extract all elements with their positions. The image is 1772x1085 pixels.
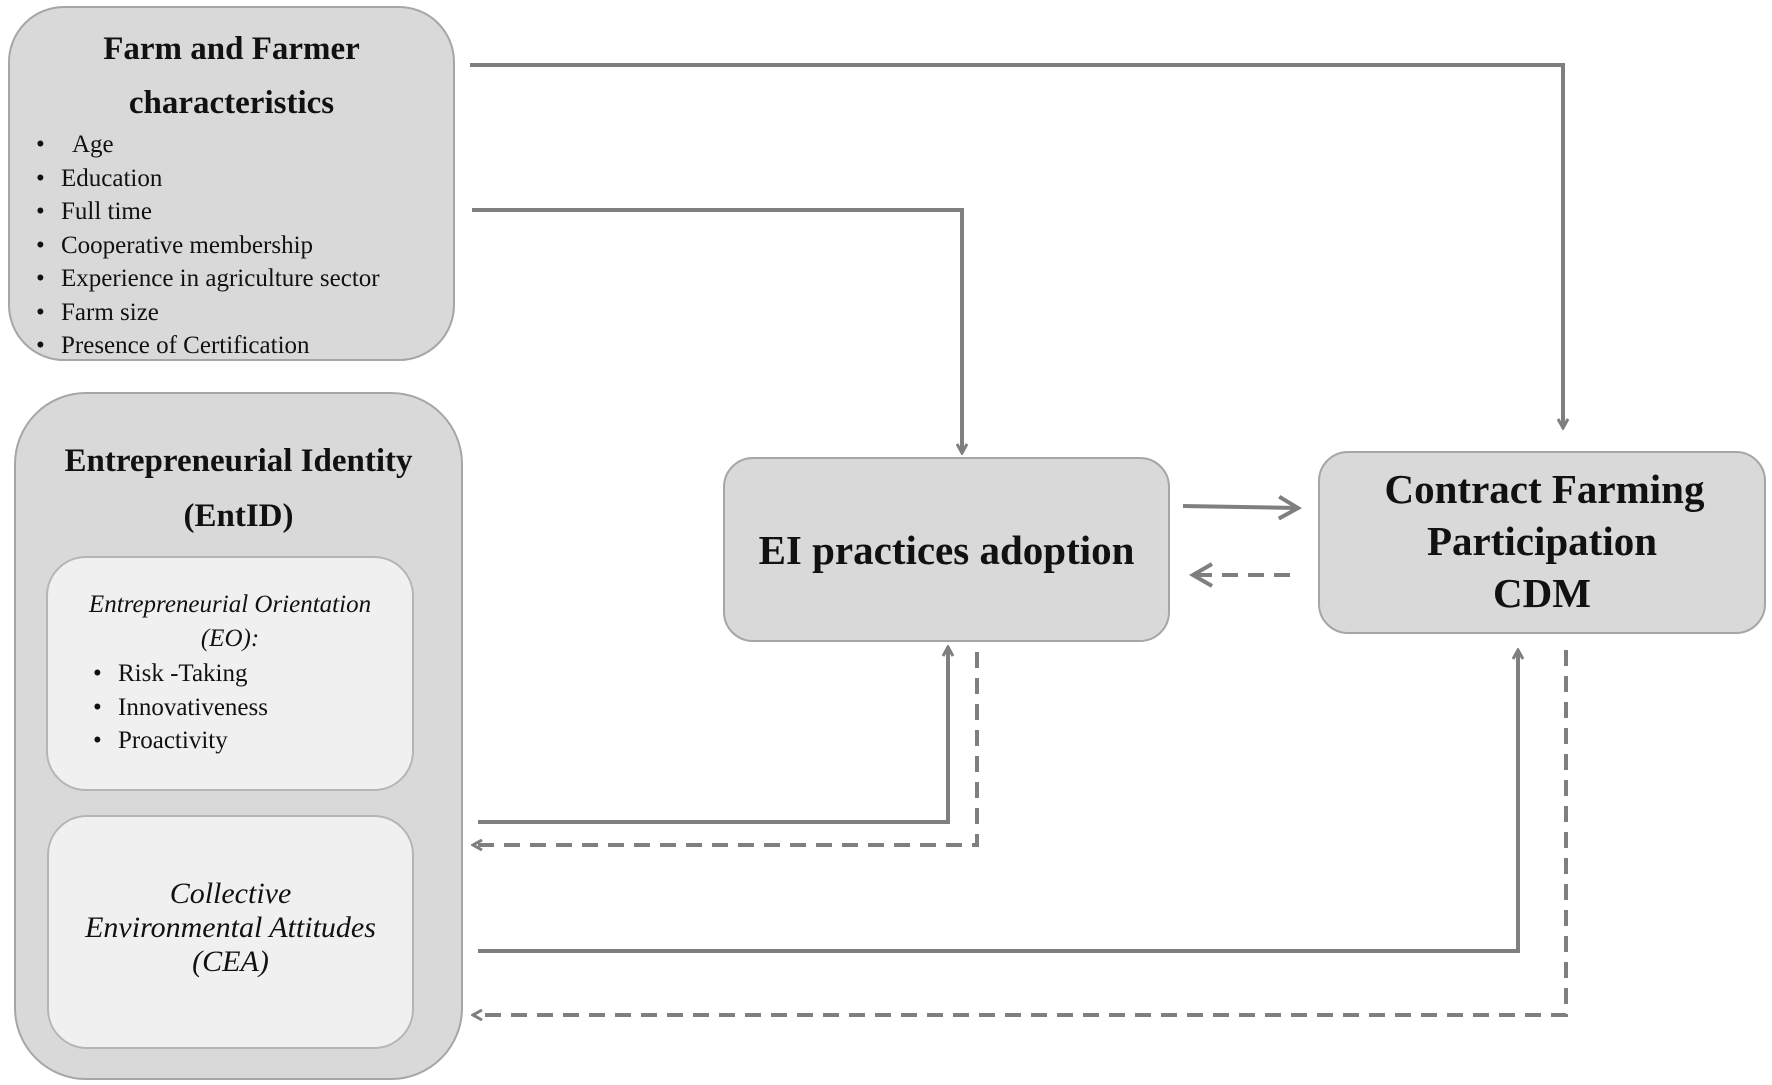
arrow-farm-to-contract-farming xyxy=(470,63,1563,428)
farm-characteristics-box: Farm and Farmer characteristics Age Educ… xyxy=(8,6,455,363)
entid-title-line1: Entrepreneurial Identity xyxy=(64,443,413,479)
contract-farming-line2: Participation xyxy=(1426,518,1658,564)
farm-box-title-line2: characteristics xyxy=(128,85,335,121)
list-item: Proactivity xyxy=(93,724,268,758)
contract-farming-label: Contract Farming Participation CDM xyxy=(1320,463,1764,619)
arrow-entid-to-ei-practices xyxy=(478,647,948,824)
contract-farming-line3: CDM xyxy=(1493,570,1591,616)
arrow-contract-farming-to-entid-dashed xyxy=(473,650,1568,1015)
entid-title-line2: (EntID) xyxy=(183,498,294,534)
list-item: Presence of Certification xyxy=(36,329,380,363)
contract-farming-line1: Contract Farming xyxy=(1384,466,1705,512)
eo-title: Entrepreneurial Orientation (EO): xyxy=(48,588,412,656)
cea-line1: Collective xyxy=(169,877,292,910)
list-item: Risk -Taking xyxy=(93,657,268,691)
list-item: Education xyxy=(36,162,380,196)
farm-characteristics-list: Age Education Full time Cooperative memb… xyxy=(36,128,380,363)
arrow-ei-practices-to-entid-dashed xyxy=(473,652,979,845)
ei-practices-label: EI practices adoption xyxy=(758,527,1135,573)
eo-title-line2: (EO): xyxy=(200,625,260,652)
cea-line3: (CEA) xyxy=(192,945,269,978)
entid-box-title: Entrepreneurial Identity (EntID) xyxy=(16,434,461,544)
list-item: Age xyxy=(36,128,380,162)
list-item: Experience in agriculture sector xyxy=(36,262,380,296)
list-item: Full time xyxy=(36,195,380,229)
entrepreneurial-orientation-box: Entrepreneurial Orientation (EO): Risk -… xyxy=(46,556,414,791)
list-item: Farm size xyxy=(36,296,380,330)
contract-farming-participation-box: Contract Farming Participation CDM xyxy=(1318,451,1766,634)
farm-box-title: Farm and Farmer characteristics xyxy=(10,22,453,130)
eo-title-line1: Entrepreneurial Orientation xyxy=(88,591,372,618)
arrow-farm-to-ei-practices xyxy=(472,208,962,453)
arrow-ei-to-contract-farming xyxy=(1182,494,1302,521)
eo-dimensions-list: Risk -Taking Innovativeness Proactivity xyxy=(93,657,268,758)
farm-box-title-line1: Farm and Farmer xyxy=(103,31,360,67)
ei-practices-adoption-box: EI practices adoption xyxy=(723,457,1170,642)
list-item: Cooperative membership xyxy=(36,229,380,263)
entrepreneurial-identity-box: Entrepreneurial Identity (EntID) Entrepr… xyxy=(14,392,463,1080)
arrow-entid-to-contract-farming xyxy=(478,650,1518,953)
list-item: Innovativeness xyxy=(93,691,268,725)
collective-environmental-attitudes-box: Collective Environmental Attitudes (CEA) xyxy=(47,815,414,1049)
cea-label: Collective Environmental Attitudes (CEA) xyxy=(49,877,412,979)
cea-line2: Environmental Attitudes xyxy=(85,911,376,944)
